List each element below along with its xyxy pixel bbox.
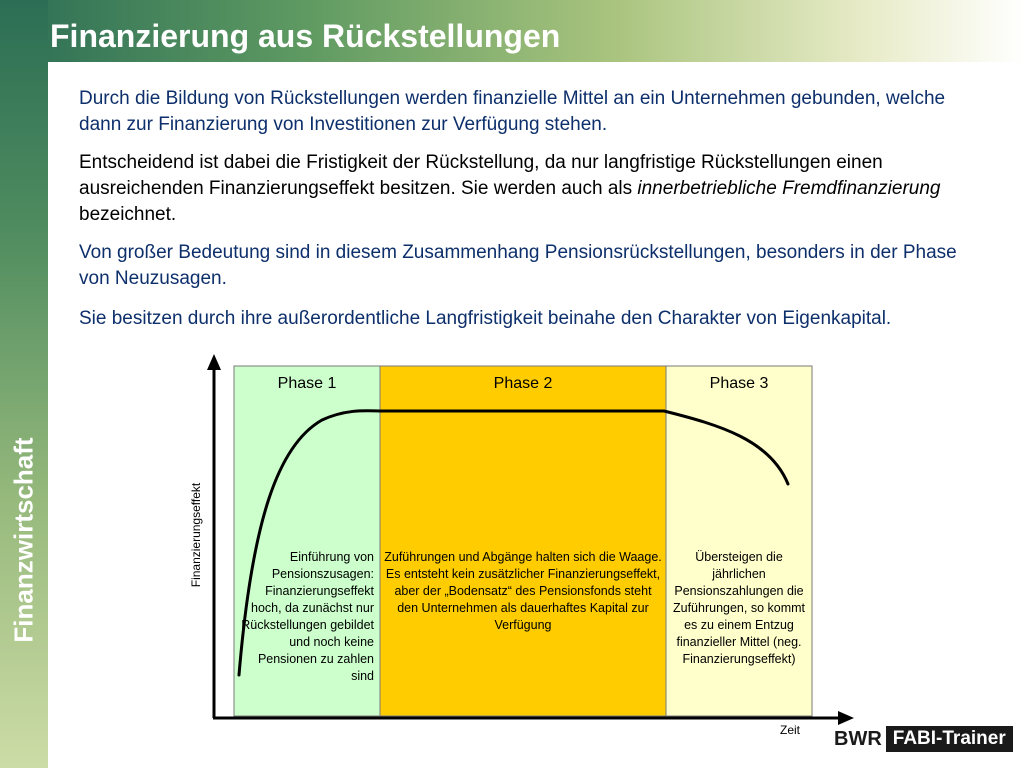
pension-paragraph: Von großer Bedeutung sind in diesem Zusa… (79, 242, 957, 289)
y-axis-arrow (207, 354, 221, 370)
logo-fabi-trainer: FABI-Trainer (885, 726, 1013, 752)
phase-2-label: Phase 2 (494, 375, 553, 392)
para2-italic: innerbetriebliche Fremdfinanzierung (637, 178, 941, 199)
phase-3-background (665, 365, 813, 717)
phase-2-background (379, 365, 667, 717)
phase-2-description: Zuführungen und Abgänge halten sich die … (384, 550, 662, 632)
intro-paragraph: Durch die Bildung von Rückstellungen wer… (79, 88, 946, 135)
phase-1-description: Einführung von Pensionszusagen: Finanzie… (241, 550, 374, 683)
header-bar (0, 0, 1024, 62)
logo-bwr: BWR (834, 727, 882, 750)
phase-3-label: Phase 3 (710, 375, 769, 392)
phase-1-label: Phase 1 (278, 375, 337, 392)
equity-paragraph: Sie besitzen durch ihre außerordentliche… (79, 308, 892, 329)
fristigkeit-paragraph: Entscheidend ist dabei die Fristigkeit d… (79, 150, 979, 228)
phase-3-description: Übersteigen die jährlichen Pensionszahlu… (672, 550, 805, 666)
x-axis-label: Zeit (780, 723, 801, 737)
para2-text-after: bezeichnet. (79, 204, 177, 225)
para2-text-before: Entscheidend ist dabei die Fristigkeit d… (79, 152, 883, 199)
y-axis-label: Finanzierungseffekt (189, 482, 203, 587)
financing-effect-curve (237, 409, 790, 677)
side-bar (0, 0, 48, 768)
bwr-fabi-logo: BWR FABI-Trainer (834, 726, 1013, 752)
page-title: Finanzierung aus Rückstellungen (50, 18, 561, 54)
x-axis-arrow (838, 711, 854, 725)
